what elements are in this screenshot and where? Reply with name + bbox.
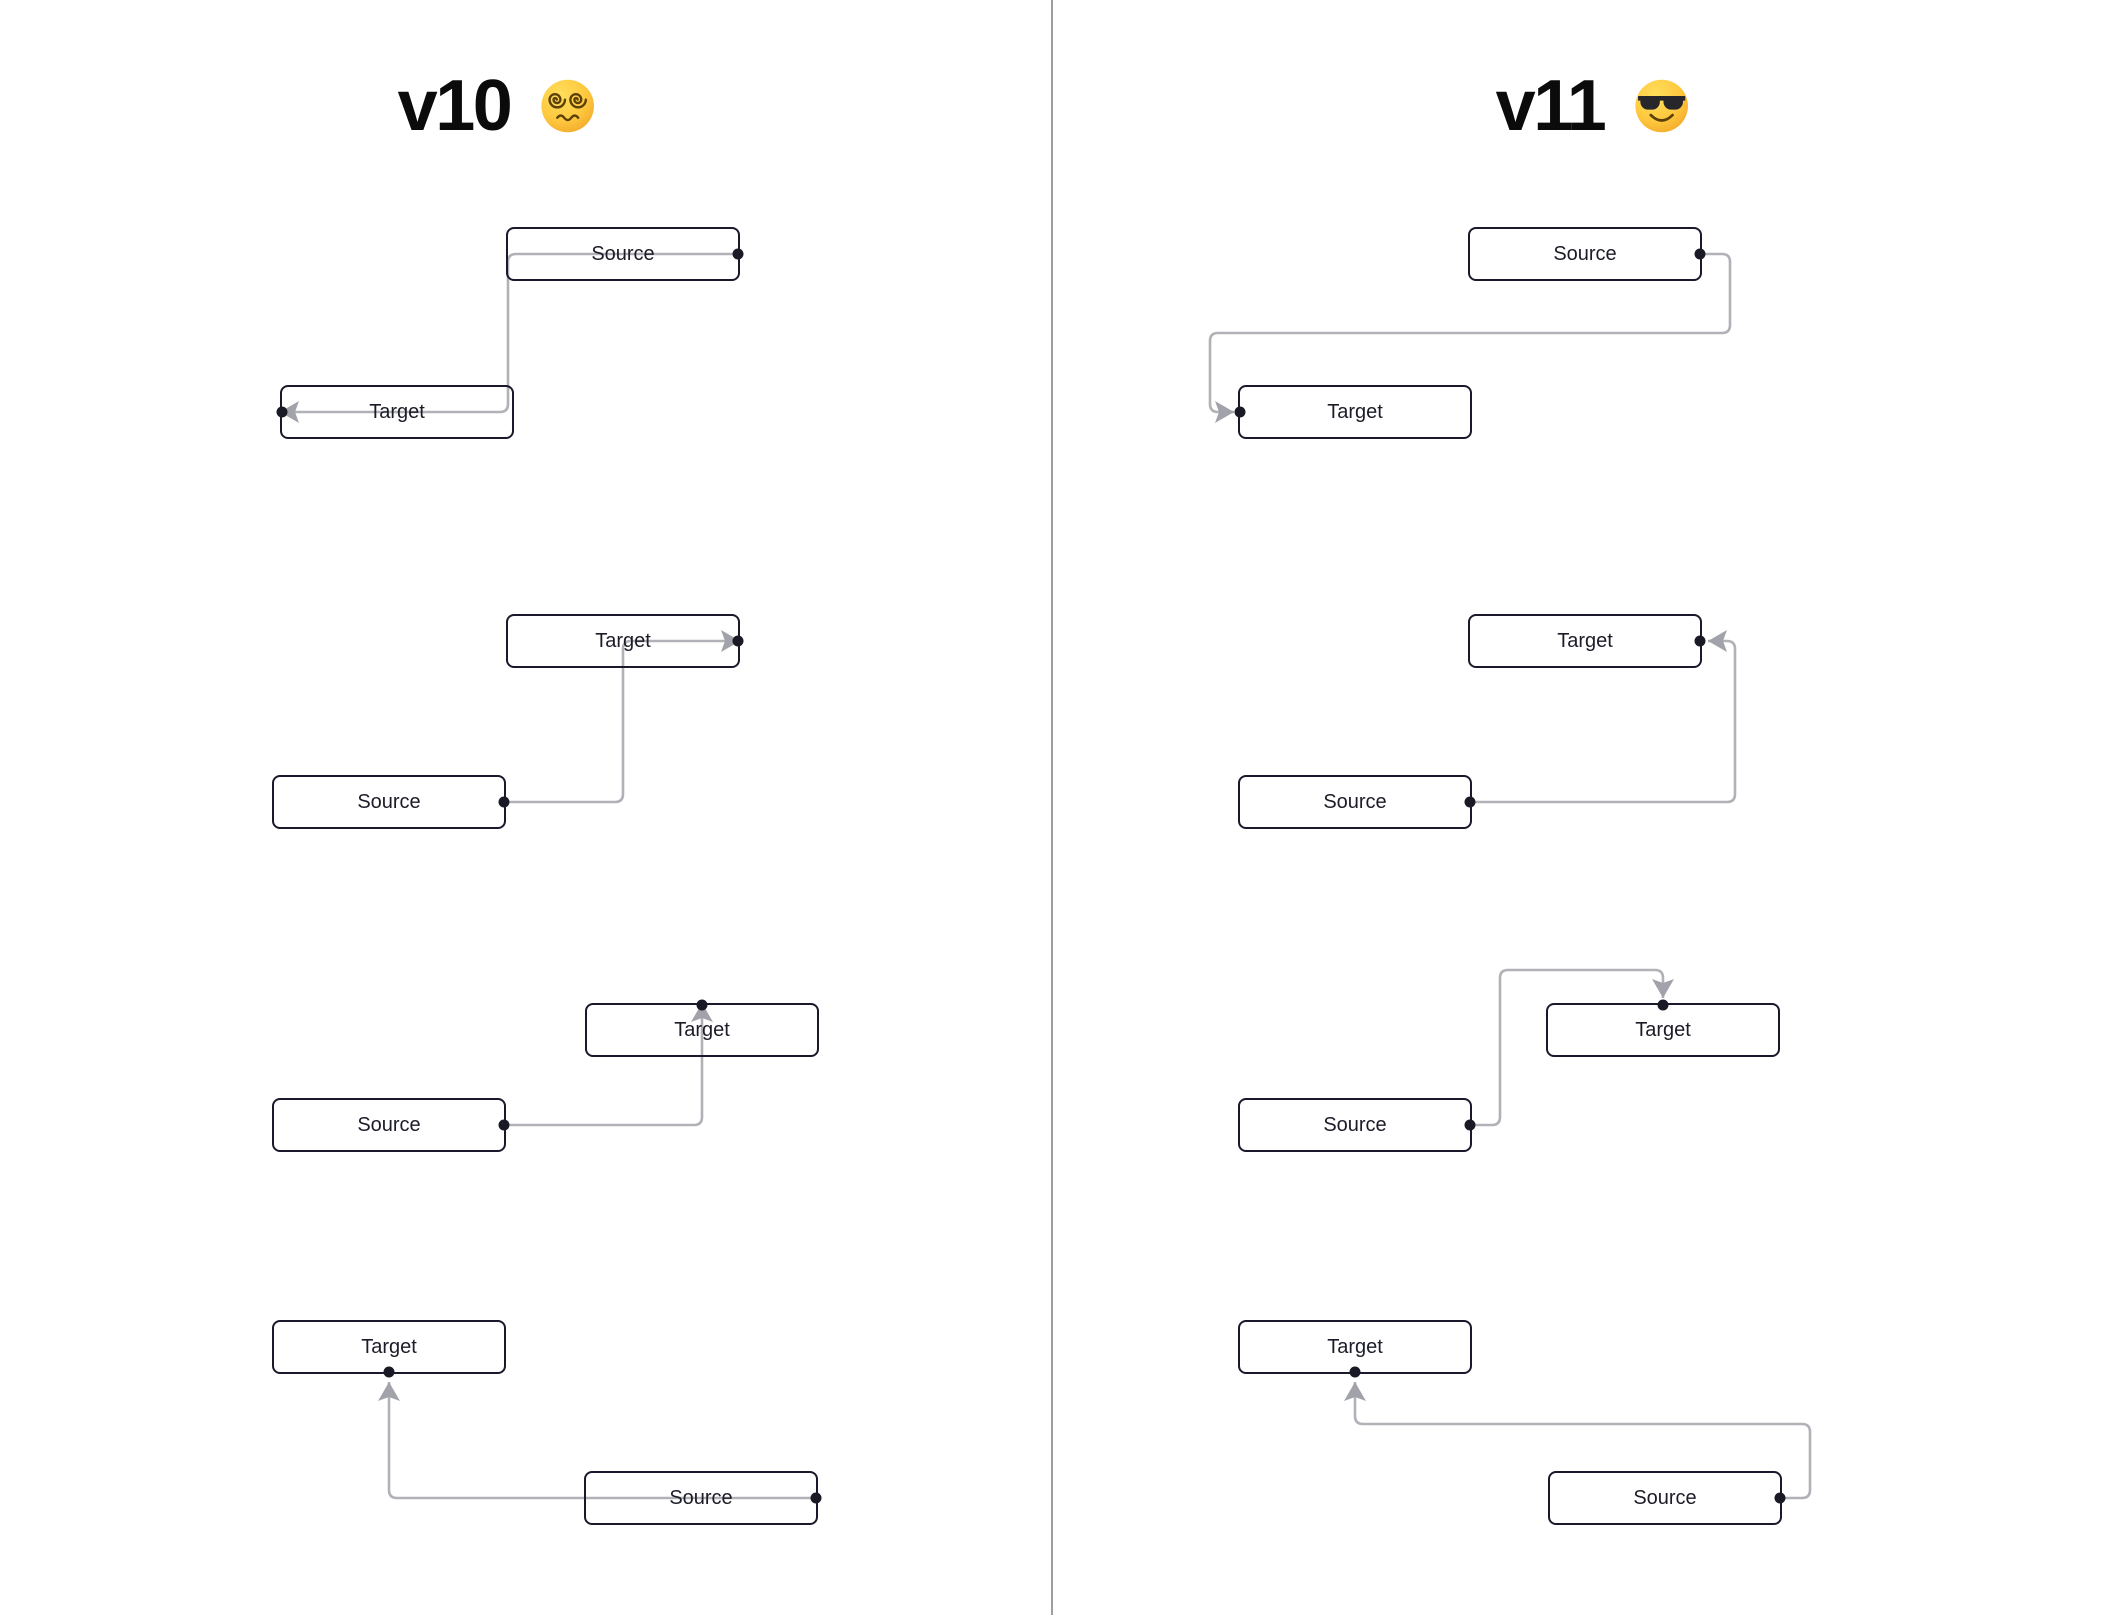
node-handle-right[interactable]	[1774, 1492, 1786, 1504]
edge-path[interactable]	[1208, 252, 1732, 414]
flow-node-source[interactable]: Source	[506, 227, 744, 281]
flow-node-target[interactable]: Target	[276, 385, 514, 439]
node-label: Target	[595, 630, 651, 652]
version-label-v10: v10	[397, 66, 513, 146]
panel-title-v11: v11	[1496, 65, 1691, 147]
node-label: Target	[1557, 630, 1613, 652]
smiling-face-with-sunglasses-emoji	[1635, 79, 1688, 133]
edge-path[interactable]	[506, 1003, 704, 1127]
node-label: Target	[369, 401, 425, 423]
node-label: Target	[1635, 1019, 1691, 1041]
node-handle-right[interactable]	[1694, 248, 1706, 260]
node-label: Source	[357, 791, 421, 813]
edge-path[interactable]	[280, 252, 740, 414]
node-handle-right[interactable]	[1464, 796, 1476, 808]
flow-node-target[interactable]: Target	[585, 999, 819, 1057]
edge-path[interactable]	[1472, 639, 1737, 804]
node-handle-left[interactable]	[276, 406, 288, 418]
node-handle-right[interactable]	[732, 635, 744, 647]
node-label: Target	[361, 1336, 417, 1358]
flow-node-target[interactable]: Target	[1234, 385, 1472, 439]
flow-node-source[interactable]: Source	[584, 1471, 822, 1525]
node-handle-left[interactable]	[1234, 406, 1246, 418]
node-handle-right[interactable]	[498, 1119, 510, 1131]
node-handle-top[interactable]	[1657, 999, 1669, 1011]
node-handle-top[interactable]	[696, 999, 708, 1011]
node-handle-right[interactable]	[810, 1492, 822, 1504]
flow-node-source[interactable]: Source	[1238, 775, 1476, 829]
flow-node-target[interactable]: Target	[1546, 999, 1780, 1057]
dizzy-face-emoji	[541, 79, 594, 133]
node-label: Source	[669, 1487, 733, 1509]
node-handle-bottom[interactable]	[1349, 1366, 1361, 1378]
flow-node-source[interactable]: Source	[1238, 1098, 1476, 1152]
flow-node-source[interactable]: Source	[1548, 1471, 1786, 1525]
flow-node-target[interactable]: Target	[506, 614, 744, 668]
node-label: Source	[1633, 1487, 1697, 1509]
flow-node-target[interactable]: Target	[272, 1320, 506, 1378]
node-label: Source	[1553, 243, 1617, 265]
version-label-v11: v11	[1495, 66, 1607, 146]
node-label: Target	[1327, 1336, 1383, 1358]
node-handle-right[interactable]	[498, 796, 510, 808]
flow-node-source[interactable]: Source	[1468, 227, 1706, 281]
node-handle-right[interactable]	[1694, 635, 1706, 647]
node-label: Source	[591, 243, 655, 265]
edge-path[interactable]	[506, 639, 740, 804]
flow-node-source[interactable]: Source	[272, 775, 510, 829]
flow-node-target[interactable]: Target	[1468, 614, 1706, 668]
panel-title-v10: v10	[398, 65, 597, 147]
node-label: Source	[357, 1114, 421, 1136]
panel-divider	[1051, 0, 1053, 1615]
node-label: Source	[1323, 791, 1387, 813]
node-handle-right[interactable]	[1464, 1119, 1476, 1131]
flow-node-source[interactable]: Source	[272, 1098, 510, 1152]
node-handle-right[interactable]	[732, 248, 744, 260]
flow-node-target[interactable]: Target	[1238, 1320, 1472, 1378]
edge-path[interactable]	[1472, 968, 1665, 1127]
node-label: Target	[674, 1019, 730, 1041]
edge-path[interactable]	[1353, 1382, 1812, 1500]
edge-path[interactable]	[387, 1382, 818, 1500]
node-label: Source	[1323, 1114, 1387, 1136]
node-label: Target	[1327, 401, 1383, 423]
node-handle-bottom[interactable]	[383, 1366, 395, 1378]
